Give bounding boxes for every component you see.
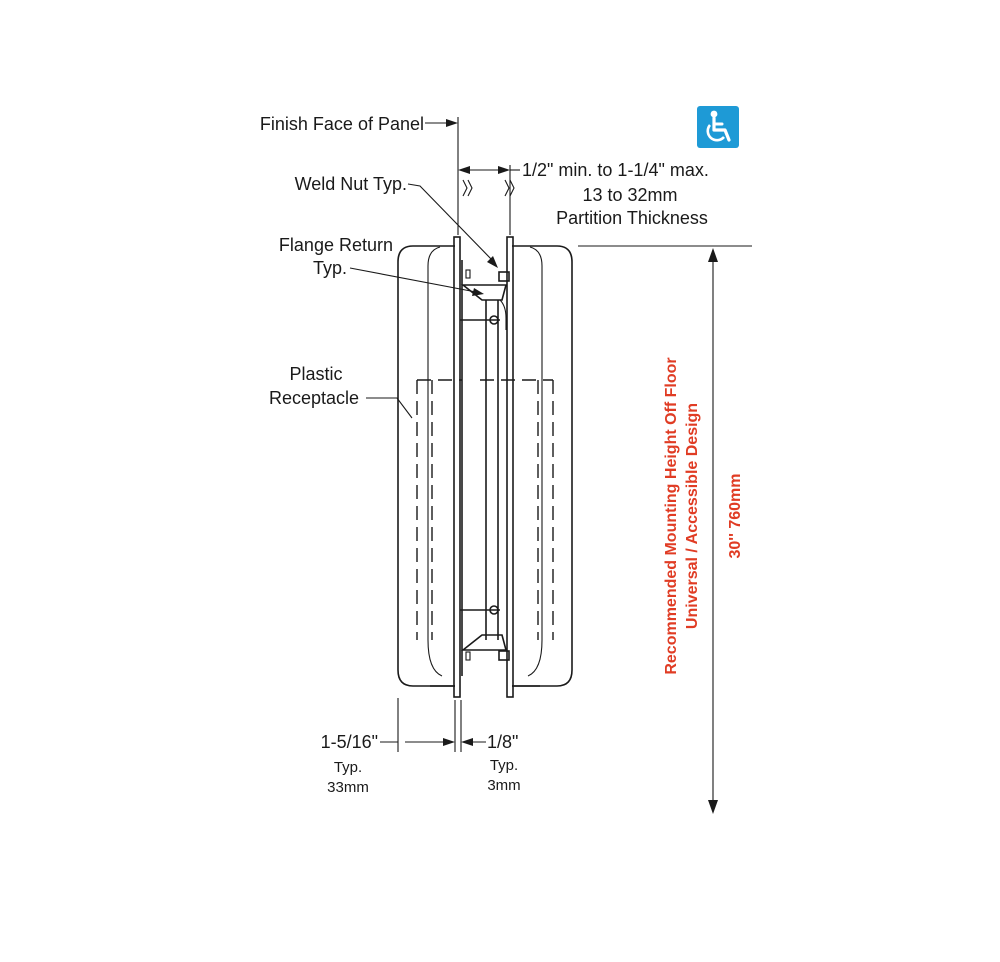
dim-right-metric: 3mm bbox=[487, 777, 520, 794]
mounting-height-dimension bbox=[578, 245, 752, 814]
flange-return-typ-label: Typ. bbox=[313, 258, 347, 278]
plastic-label: Plastic bbox=[289, 364, 342, 384]
bottom-dimensions bbox=[380, 698, 486, 752]
partition-thickness-dimension bbox=[457, 117, 520, 235]
right-receptacle bbox=[480, 245, 573, 687]
universal-design-label: Universal / Accessible Design bbox=[684, 403, 701, 629]
mounting-height-value: 30'' 760mm bbox=[727, 474, 744, 559]
mounting-height-label: Recommended Mounting Height Off Floor bbox=[663, 357, 680, 674]
finish-face-label: Finish Face of Panel bbox=[260, 114, 424, 134]
thickness-label-1: 1/2" min. to 1-1/4" max. bbox=[522, 160, 709, 180]
dim-left-typ: Typ. bbox=[334, 759, 362, 776]
flange-return-label: Flange Return bbox=[279, 235, 393, 255]
left-receptacle bbox=[397, 245, 462, 687]
dim-left-metric: 33mm bbox=[327, 779, 369, 796]
wheelchair-icon bbox=[697, 106, 739, 148]
weld-nut-label: Weld Nut Typ. bbox=[295, 174, 407, 194]
flange-assembly bbox=[430, 236, 540, 698]
flange-return-leader bbox=[349, 267, 484, 296]
dim-left-value: 1-5/16" bbox=[321, 732, 378, 752]
dim-right-typ: Typ. bbox=[490, 757, 518, 774]
finish-face-leader bbox=[425, 119, 458, 127]
dim-right-value: 1/8" bbox=[487, 732, 518, 752]
receptacle-label: Receptacle bbox=[269, 388, 359, 408]
thickness-label-2: 13 to 32mm bbox=[582, 185, 677, 205]
thickness-label-3: Partition Thickness bbox=[556, 208, 708, 228]
weld-nut-leader bbox=[407, 183, 498, 268]
plastic-receptacle-leader bbox=[366, 397, 413, 419]
